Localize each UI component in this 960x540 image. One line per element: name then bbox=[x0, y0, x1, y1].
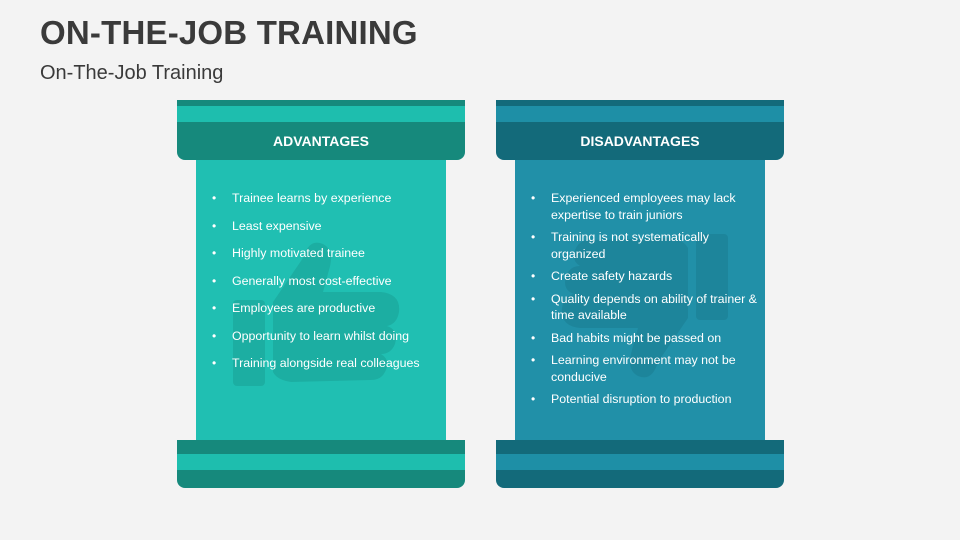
list-item-text: Learning environment may not be conduciv… bbox=[551, 353, 736, 384]
disadvantages-body: • Experienced employees may lack expertis… bbox=[515, 160, 765, 440]
bullet-icon: • bbox=[212, 191, 217, 205]
bullet-icon: • bbox=[212, 356, 217, 370]
list-item: • Potential disruption to production bbox=[531, 391, 759, 408]
thumbs-down-icon bbox=[561, 234, 728, 378]
list-item: • Trainee learns by experience bbox=[212, 190, 440, 207]
list-item: • Experienced employees may lack expertis… bbox=[531, 190, 759, 223]
disadvantages-header-cap: DISADVANTAGES bbox=[496, 100, 784, 160]
disadvantages-panel: DISADVANTAGES • Experienced employees may… bbox=[496, 100, 784, 488]
thumbs-up-icon bbox=[233, 242, 400, 386]
list-item: • Training alongside real colleagues bbox=[212, 355, 440, 372]
advantages-list: • Trainee learns by experience • Least expe… bbox=[212, 190, 440, 383]
bullet-icon: • bbox=[212, 301, 217, 315]
list-item: • Least expensive bbox=[212, 218, 440, 235]
list-item-text: Experienced employees may lack expertise… bbox=[551, 191, 736, 222]
bullet-icon: • bbox=[531, 392, 536, 406]
list-item-text: Generally most cost-effective bbox=[232, 273, 392, 288]
bullet-icon: • bbox=[531, 330, 536, 345]
advantages-heading: ADVANTAGES bbox=[273, 133, 369, 149]
slide-subtitle: On-The-Job Training bbox=[40, 62, 224, 84]
list-item-text: Highly motivated trainee bbox=[232, 246, 365, 260]
list-item-text: Employees are productive bbox=[232, 301, 376, 315]
list-item: • Quality depends on ability of trainer &… bbox=[531, 291, 759, 324]
list-item: • Training is not systematically organize… bbox=[531, 229, 759, 262]
bullet-icon: • bbox=[212, 273, 217, 288]
list-item-text: Training alongside real colleagues bbox=[232, 356, 420, 370]
list-item-text: Opportunity to learn whilst doing bbox=[232, 328, 410, 343]
bullet-icon: • bbox=[212, 328, 217, 343]
list-item: • Generally most cost-effective bbox=[212, 273, 440, 290]
disadvantages-heading: DISADVANTAGES bbox=[580, 133, 700, 149]
advantages-body: • Trainee learns by experience • Least expe… bbox=[196, 160, 446, 440]
list-item-text: Bad habits might be passed on bbox=[551, 330, 722, 345]
bullet-icon: • bbox=[531, 353, 536, 367]
list-item-text: Trainee learns by experience bbox=[232, 191, 392, 205]
list-item: • Bad habits might be passed on bbox=[531, 330, 759, 347]
list-item: • Opportunity to learn whilst doing bbox=[212, 328, 440, 345]
bullet-icon: • bbox=[531, 191, 536, 205]
list-item-text: Create safety hazards bbox=[551, 269, 673, 283]
advantages-footer-cap bbox=[177, 440, 465, 488]
list-item-text: Quality depends on ability of trainer & … bbox=[551, 291, 757, 323]
bullet-icon: • bbox=[212, 246, 217, 260]
disadvantages-list: • Experienced employees may lack expertis… bbox=[531, 190, 759, 414]
bullet-icon: • bbox=[531, 291, 536, 306]
list-item: • Employees are productive bbox=[212, 300, 440, 317]
slide-title: ON-THE-JOB TRAINING bbox=[40, 14, 418, 51]
bullet-icon: • bbox=[531, 269, 536, 283]
list-item: • Learning environment may not be conduci… bbox=[531, 352, 759, 385]
list-item-text: Least expensive bbox=[232, 218, 322, 233]
advantages-panel: ADVANTAGES • Trainee learns by experience… bbox=[177, 100, 465, 488]
bullet-icon: • bbox=[531, 230, 536, 244]
list-item-text: Training is not systematically organized bbox=[551, 230, 709, 261]
list-item: • Highly motivated trainee bbox=[212, 245, 440, 262]
disadvantages-footer-cap bbox=[496, 440, 784, 488]
list-item-text: Potential disruption to production bbox=[551, 392, 732, 406]
list-item: • Create safety hazards bbox=[531, 268, 759, 285]
advantages-header-cap: ADVANTAGES bbox=[177, 100, 465, 160]
bullet-icon: • bbox=[212, 218, 217, 233]
